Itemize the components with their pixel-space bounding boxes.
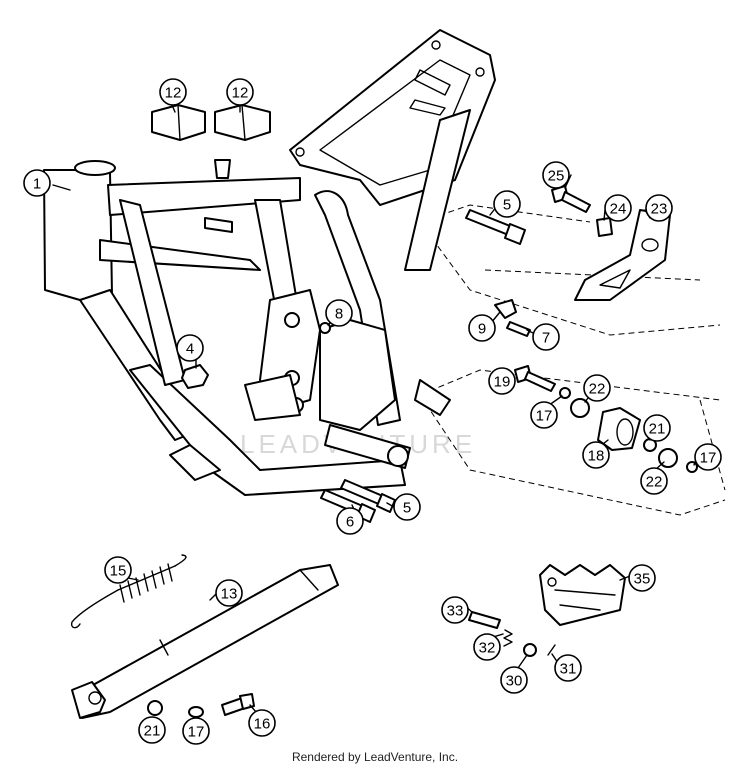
callout-6-label: 6: [346, 514, 354, 531]
callout-23-label: 23: [651, 201, 668, 218]
spacer-part-24: [596, 217, 613, 237]
callout-30-label: 30: [506, 673, 523, 690]
washer-part-17-right: [686, 461, 698, 473]
callout-31: 31: [554, 654, 582, 682]
bushing-part-22-upper: [570, 398, 590, 418]
callout-4: 4: [176, 334, 204, 362]
seat-rubber-left: [151, 104, 206, 141]
nut-part-4: [181, 364, 209, 389]
callout-23: 23: [645, 194, 673, 222]
callout-22-lower-label: 22: [646, 474, 663, 491]
screw-part-7: [506, 321, 531, 337]
bolt-part-5-upper: [465, 209, 526, 245]
callout-17-lower: 17: [182, 717, 210, 745]
callout-12-right: 12: [226, 78, 254, 106]
callout-15: 15: [104, 556, 132, 584]
callout-21-lower-label: 21: [144, 723, 161, 740]
callout-13: 13: [215, 579, 243, 607]
callout-32: 32: [473, 633, 501, 661]
bolt-part-19: [514, 365, 556, 392]
washer-part-17-upper: [559, 387, 571, 399]
callout-17-middle-label: 17: [536, 408, 553, 425]
callout-35: 35: [628, 564, 656, 592]
callout-22-upper-label: 22: [589, 381, 606, 398]
side-stand-part-13: [71, 564, 339, 719]
washer-part-17-lower: [188, 706, 204, 718]
swingarm-plates: [244, 289, 409, 467]
bolt-part-25: [551, 185, 591, 213]
callout-7-label: 7: [542, 330, 550, 347]
callout-35-label: 35: [634, 571, 651, 588]
chain-guide-part-23: [574, 209, 671, 301]
callout-19: 19: [488, 367, 516, 395]
callout-22-lower: 22: [640, 467, 668, 495]
callout-24: 24: [604, 194, 632, 222]
callout-21-upper-label: 21: [649, 421, 666, 438]
callout-16: 16: [248, 709, 276, 737]
callout-8: 8: [325, 299, 353, 327]
assembly-guide-lines: [419, 204, 726, 516]
frame-main: [43, 159, 451, 496]
bolt-part-16: [221, 693, 255, 716]
washer-part-30: [523, 643, 537, 657]
bolt-part-5-lower: [340, 479, 396, 513]
roller-part-18: [597, 407, 641, 451]
callout-4-label: 4: [186, 341, 194, 358]
callout-31-label: 31: [560, 661, 577, 678]
nut-part-8: [319, 322, 331, 334]
callout-6: 6: [336, 507, 364, 535]
callout-33: 33: [441, 596, 469, 624]
callout-1-label: 1: [33, 176, 41, 193]
callout-22-upper: 22: [583, 374, 611, 402]
callout-24-label: 24: [610, 201, 627, 218]
callout-12-left: 12: [159, 78, 187, 106]
credit-text: Rendered by LeadVenture, Inc.: [291, 750, 459, 764]
callout-12-left-label: 12: [165, 85, 182, 102]
callout-1: 1: [23, 169, 51, 197]
frame-rear-subframe: [289, 29, 496, 271]
callout-18: 18: [582, 441, 610, 469]
seat-rubber-right: [214, 104, 271, 141]
callout-17-right-label: 17: [700, 450, 717, 467]
callout-9-label: 9: [478, 321, 486, 338]
callout-8-label: 8: [335, 306, 343, 323]
spacer-part-21-lower: [147, 700, 163, 716]
callout-15-label: 15: [110, 563, 127, 580]
callout-25: 25: [542, 161, 570, 189]
callout-17-middle: 17: [530, 401, 558, 429]
callout-21-lower: 21: [138, 716, 166, 744]
callout-13-label: 13: [221, 586, 238, 603]
footpeg-part-35: [539, 564, 626, 626]
callout-9: 9: [468, 314, 496, 342]
cotter-pin-part-31: [547, 644, 556, 656]
pin-part-33: [468, 611, 501, 629]
callout-21-upper: 21: [643, 414, 671, 442]
callout-33-label: 33: [447, 603, 464, 620]
callout-32-label: 32: [479, 640, 496, 657]
spring-part-32: [503, 629, 513, 647]
callout-5-upper: 5: [493, 190, 521, 218]
callout-17-right: 17: [694, 443, 722, 471]
callout-18-label: 18: [588, 448, 605, 465]
callout-5-lower-label: 5: [403, 500, 411, 517]
callout-5-upper-label: 5: [503, 197, 511, 214]
callout-12-right-label: 12: [232, 85, 249, 102]
callout-19-label: 19: [494, 374, 511, 391]
callout-25-label: 25: [548, 168, 565, 185]
callout-17-lower-label: 17: [188, 724, 205, 741]
callout-16-label: 16: [254, 716, 271, 733]
callout-5-lower: 5: [393, 493, 421, 521]
callout-7: 7: [532, 323, 560, 351]
stand-spring-part-15: [70, 554, 187, 629]
callout-30: 30: [500, 666, 528, 694]
clip-part-9: [494, 299, 517, 319]
